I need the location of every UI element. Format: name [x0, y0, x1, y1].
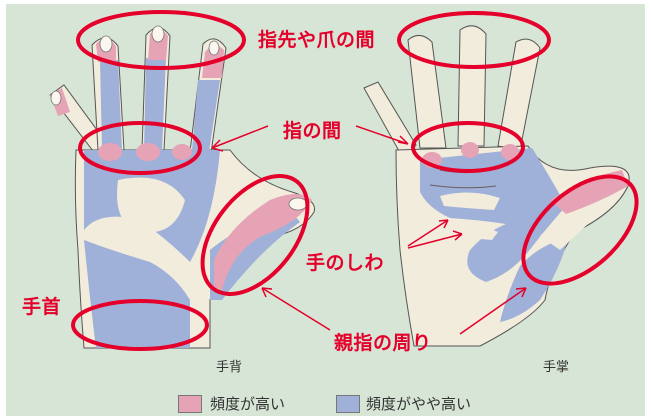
palm-of-hand-illustration	[363, 25, 630, 347]
label-back-of-hand: 手背	[216, 360, 243, 375]
back-of-hand-illustration	[49, 25, 316, 349]
label-wrist: 手首	[22, 296, 62, 318]
label-thumb-area: 親指の周り	[334, 332, 432, 354]
between-fingers-ellipse-palm	[411, 121, 525, 173]
legend-label-somewhat-high: 頻度がやや高い	[366, 395, 472, 413]
label-palm-creases: 手のしわ	[306, 252, 385, 274]
arrow-between-fingers-palm	[355, 125, 409, 145]
fingertips-ellipse-palm	[397, 11, 551, 69]
arrow-between-fingers-back	[211, 125, 269, 152]
wrist-ellipse	[71, 299, 209, 351]
legend-swatch-high	[178, 395, 202, 413]
label-between-fingers: 指の間	[283, 120, 342, 142]
legend-label-high: 頻度が高い	[210, 395, 286, 413]
between-fingers-ellipse-back	[78, 121, 202, 175]
arrow-creases-lower	[407, 230, 463, 249]
arrow-thumb-back	[261, 287, 331, 331]
label-palm-of-hand: 手掌	[543, 360, 570, 375]
arrow-thumb-palm	[459, 287, 527, 335]
thumb-ellipse-back	[200, 174, 310, 296]
label-fingertips: 指先や爪の間	[258, 29, 376, 51]
legend-swatch-somewhat-high	[336, 395, 360, 413]
arrow-creases-upper	[407, 219, 449, 247]
thumb-ellipse-palm	[521, 174, 639, 286]
fingertips-ellipse-back	[76, 10, 246, 70]
